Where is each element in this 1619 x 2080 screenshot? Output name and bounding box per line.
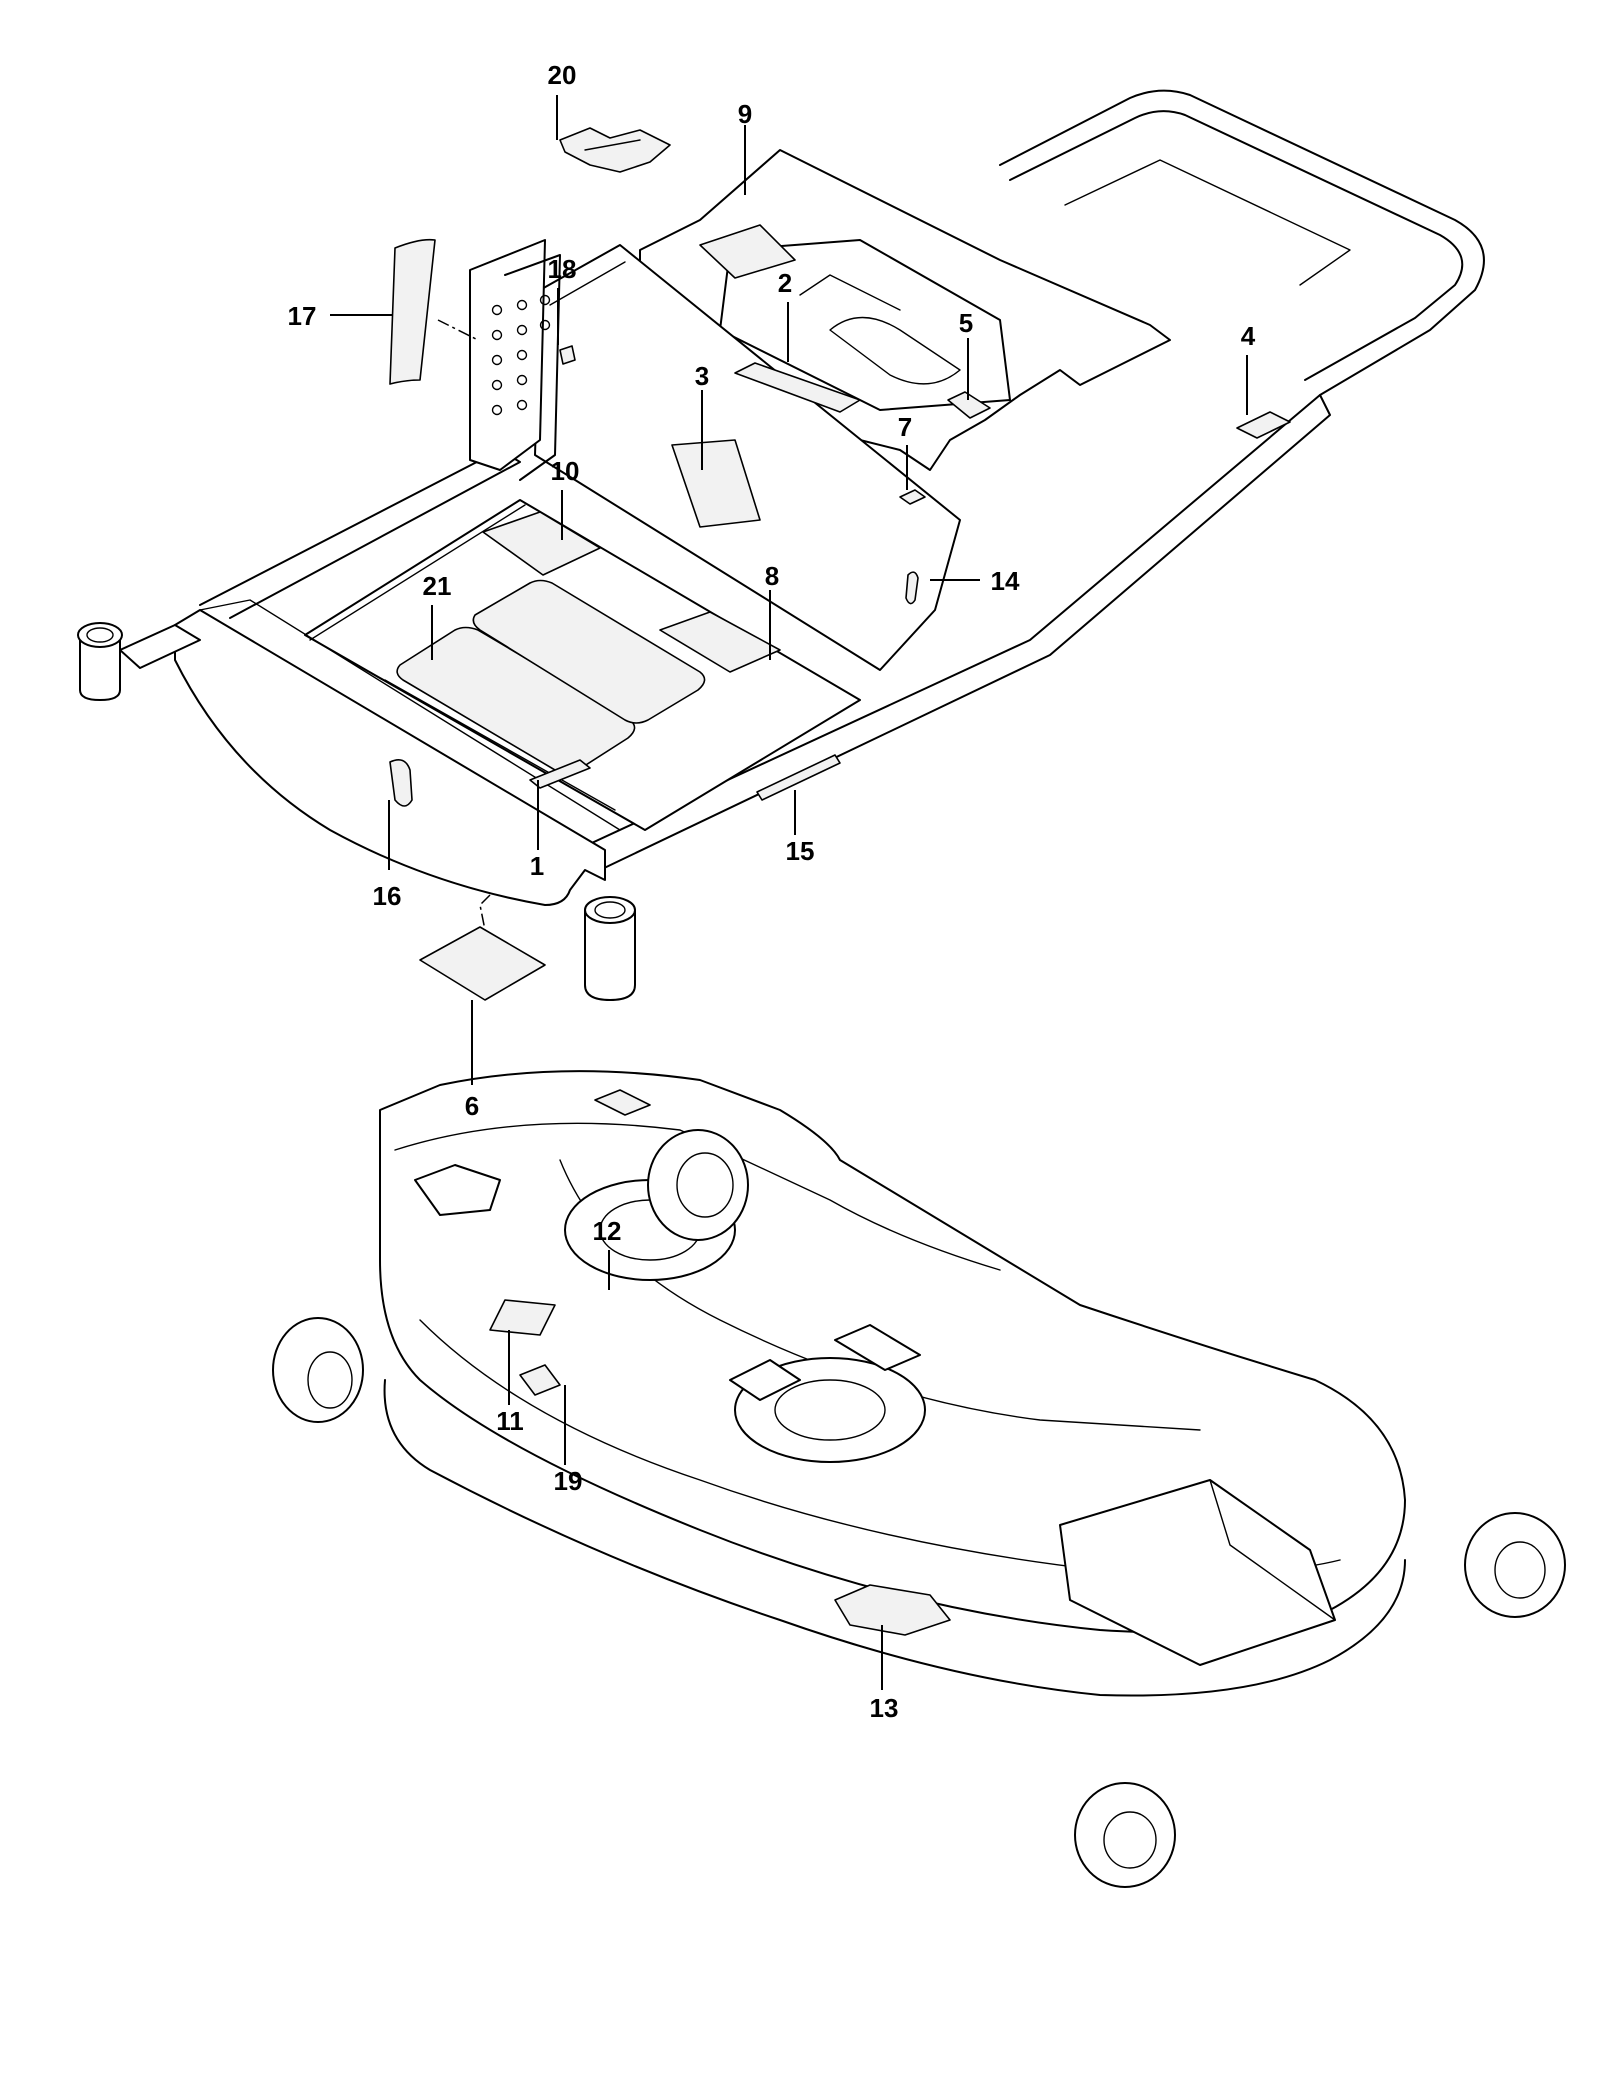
caster-tube-left [77, 622, 201, 701]
deck-wheel-left [272, 1317, 364, 1423]
mower-deck-assembly [272, 1070, 1566, 1888]
decal-3 [671, 439, 761, 528]
callout-13: 13 [870, 1693, 899, 1723]
decal-21-a [396, 626, 636, 774]
decal-21-b [472, 579, 706, 724]
decal-18 [559, 345, 576, 365]
decal-8 [659, 611, 781, 673]
callout-20: 20 [548, 60, 577, 90]
decal-19 [519, 1364, 561, 1396]
callout-labels: 20 9 17 18 2 5 4 3 7 10 21 8 14 15 1 16 … [288, 60, 1256, 1723]
front-apron [174, 609, 606, 906]
callout-19: 19 [554, 1466, 583, 1496]
callout-5: 5 [959, 308, 973, 338]
callout-7: 7 [898, 412, 912, 442]
callout-15: 15 [786, 836, 815, 866]
deck-wheel-bottom [1074, 1782, 1176, 1888]
decal-13 [834, 1584, 951, 1636]
callout-8: 8 [765, 561, 779, 591]
callout-4: 4 [1241, 321, 1256, 351]
decal-14 [905, 571, 919, 605]
decal-2 [734, 362, 861, 413]
decal-6 [419, 926, 546, 1001]
decal-4 [1236, 411, 1291, 439]
callout-9: 9 [738, 99, 752, 129]
leader-lines [330, 95, 1248, 1690]
deck-wheel-right [1464, 1512, 1566, 1618]
decal-20 [559, 127, 671, 173]
callout-14: 14 [991, 566, 1020, 596]
callout-3: 3 [695, 361, 709, 391]
decal-9 [699, 224, 796, 279]
callout-21: 21 [423, 571, 452, 601]
callout-10: 10 [551, 456, 580, 486]
right-frame-rail [554, 394, 1331, 871]
callout-6: 6 [465, 1091, 479, 1121]
callout-16: 16 [373, 881, 402, 911]
callout-1: 1 [530, 851, 544, 881]
decal-11 [489, 1299, 556, 1336]
caster-tube-right [584, 896, 636, 1001]
decal-10 [482, 511, 601, 576]
decal-16 [389, 759, 413, 807]
seat-back-panel [534, 244, 961, 671]
side-bracket [469, 239, 546, 471]
callout-17: 17 [288, 301, 317, 331]
deck-wheel-top [647, 1129, 749, 1241]
bracket-holes [491, 294, 551, 416]
decal-15 [756, 754, 841, 801]
decal-12 [594, 1089, 651, 1116]
decal-1 [529, 759, 591, 789]
decal-5 [947, 391, 991, 419]
callout-12: 12 [593, 1216, 622, 1246]
chassis-frame-assembly [77, 89, 1485, 1001]
callout-2: 2 [778, 268, 792, 298]
decal-17 [389, 238, 436, 385]
rear-frame-loop [999, 89, 1485, 396]
callout-18: 18 [548, 254, 577, 284]
callout-11: 11 [496, 1406, 524, 1436]
decal-7 [899, 489, 926, 505]
